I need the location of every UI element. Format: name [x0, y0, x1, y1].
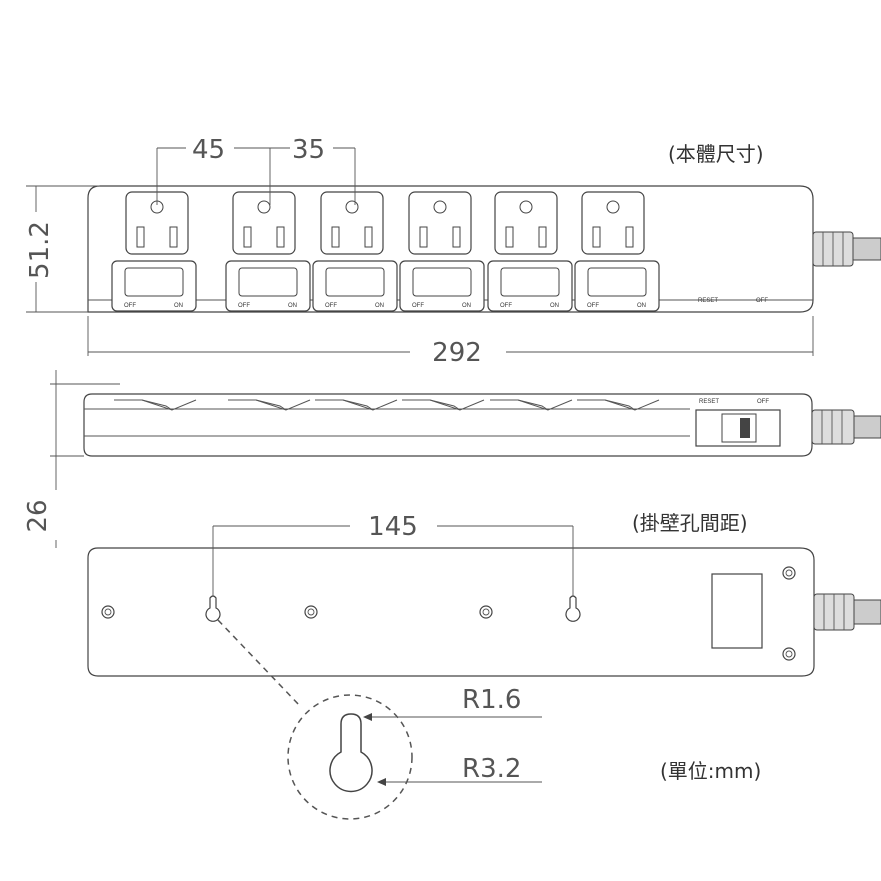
outlet-5 [494, 191, 558, 255]
hole-spacing-label: (掛壁孔間距) [632, 511, 748, 535]
master-off-label: OFF [756, 298, 768, 304]
keyhole-slots [205, 595, 581, 622]
outlet-6 [581, 191, 645, 255]
outlet-switch-3: OFF ON [312, 260, 398, 312]
dimension-26: 26 [23, 499, 53, 532]
switch-on-label-5: ON [550, 303, 559, 309]
dimension-51-2: 51.2 [25, 221, 55, 279]
power-cord-bottom [813, 593, 881, 631]
outlet-switch-6: OFF ON [574, 260, 660, 312]
power-cord-side [811, 409, 881, 445]
top-view: OFF ON OFF ON OFF ON OFF ON OFF ON OFF ON RESET OFF… [25, 135, 881, 368]
radius-1-6-label: R1.6 [462, 685, 521, 715]
unit-label: (單位:mm) [660, 759, 761, 783]
switch-off-label-1: OFF [124, 303, 136, 309]
outlet-2 [232, 191, 296, 255]
length-dimension: 292 [87, 316, 814, 368]
outlet-3 [320, 191, 384, 255]
switch-off-label-2: OFF [238, 303, 250, 309]
bottom-view-body [87, 547, 815, 677]
dimension-145: 145 [368, 512, 418, 542]
switch-on-label-3: ON [375, 303, 384, 309]
height-dimension: 51.2 [25, 185, 100, 313]
side-off-label: OFF [757, 399, 769, 405]
side-switch-4 [402, 399, 485, 411]
side-switch-6 [577, 399, 660, 411]
power-cord-top [812, 231, 881, 267]
switch-off-label-5: OFF [500, 303, 512, 309]
outlet-switch-4: OFF ON [399, 260, 485, 312]
bottom-view: 145 (掛壁孔間距) [87, 511, 881, 677]
top-view-body [87, 185, 814, 313]
side-switch-5 [490, 399, 573, 411]
side-switch-3 [315, 399, 398, 411]
outlet-spacing-dimensions: 45 35 [156, 135, 356, 205]
side-switch-profiles [114, 399, 660, 411]
switch-off-label-6: OFF [587, 303, 599, 309]
keyhole-enlarged [329, 713, 373, 793]
side-view: RESET OFF 26 [23, 370, 881, 548]
depth-dimension: 26 [23, 370, 120, 548]
side-switch-1 [114, 399, 197, 411]
switch-group: OFF ON OFF ON OFF ON OFF ON OFF ON OFF ON [111, 260, 660, 312]
reset-label: RESET [698, 298, 718, 304]
outlet-switch-1: OFF ON [111, 260, 197, 312]
outlet-group [125, 191, 645, 255]
radius-3-2-label: R3.2 [462, 754, 521, 784]
side-switch-2 [228, 399, 311, 411]
side-reset-label: RESET [699, 399, 719, 405]
dimension-292: 292 [432, 338, 482, 368]
body-size-label: (本體尺寸) [668, 142, 764, 166]
dimension-35: 35 [292, 135, 325, 165]
outlet-4 [408, 191, 472, 255]
switch-on-label-4: ON [462, 303, 471, 309]
hole-spacing-dimension: 145 [212, 512, 574, 596]
screw-holes [101, 566, 796, 661]
keyhole-detail: R1.6 R3.2 [217, 619, 542, 820]
switch-off-label-4: OFF [412, 303, 424, 309]
switch-on-label-2: ON [288, 303, 297, 309]
label-plate [711, 573, 763, 649]
detail-circle [287, 694, 413, 820]
switch-on-label-6: ON [637, 303, 646, 309]
master-switch-side: RESET OFF [695, 399, 781, 447]
outlet-switch-2: OFF ON [225, 260, 311, 312]
dimension-45: 45 [192, 135, 225, 165]
side-view-body [83, 393, 813, 457]
switch-on-label-1: ON [174, 303, 183, 309]
outlet-switch-5: OFF ON [487, 260, 573, 312]
switch-off-label-3: OFF [325, 303, 337, 309]
